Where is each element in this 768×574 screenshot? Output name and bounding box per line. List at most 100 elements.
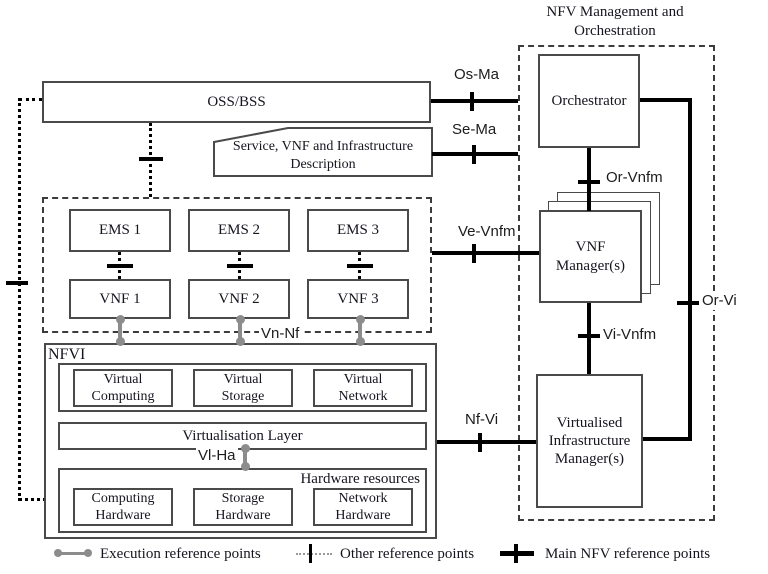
vnf2-label: VNF 2 [218,290,260,307]
vnf1-label: VNF 1 [99,290,141,307]
vn-nf-connector-2-top-dot [236,315,245,324]
oss-bss-box: OSS/BSS [42,81,431,123]
or-vi-line [688,98,692,441]
oss-bss-label: OSS/BSS [207,93,266,110]
service-description-line2: Description [290,156,356,172]
ve-vnfm-tick [472,244,476,263]
orchestrator-orvi-line [640,98,692,102]
vn-nf-connector-1 [118,317,122,345]
virtual-storage-line1: Virtual [223,371,263,387]
or-vi-tick [677,301,699,305]
virtual-storage-box: Virtual Storage [193,369,293,407]
oss-nfvi-dotted-line-vertical [18,98,21,501]
se-ma-tick [472,145,476,164]
ems3-label: EMS 3 [336,222,380,239]
vnf-manager-line2: Manager(s) [555,257,626,274]
mano-title: NFV Management and Orchestration [505,3,725,41]
vn-nf-label: Vn-Nf [259,325,302,343]
vi-vnfm-line [587,303,591,374]
legend-execution-line [58,552,88,555]
computing-hardware-box: Computing Hardware [73,488,173,526]
vnf1-box: VNF 1 [69,279,171,319]
vnf3-label: VNF 3 [337,290,379,307]
nf-vi-label: Nf-Vi [463,411,501,429]
ems2-label: EMS 2 [217,222,261,239]
legend-other-label: Other reference points [340,546,475,562]
legend-other-line [296,553,332,555]
mano-dashed-container [518,45,715,521]
vl-ha-connector-top-dot [241,444,250,453]
legend-execution-left-dot [54,549,62,557]
oss-nfvi-dotted-line-bottom [19,498,58,501]
ems3-box: EMS 3 [307,209,409,252]
vn-nf-connector-1-top-dot [116,315,125,324]
ems-vnf-dashed-container [42,197,432,333]
os-ma-label: Os-Ma [452,66,501,84]
or-vnfm-label: Or-Vnfm [604,169,665,187]
nf-vi-line [437,440,536,444]
vn-nf-connector-2-bottom-dot [236,337,245,346]
legend-execution-label: Execution reference points [100,546,261,562]
legend-other-tick [309,544,312,563]
orvi-vim-line [643,437,692,441]
nfvi-label: NFVI [48,346,86,363]
oss-nfvi-dotted-line-top [19,98,42,101]
or-vi-label: Or-Vi [700,292,739,310]
vi-vnfm-label: Vi-Vnfm [601,326,659,344]
ve-vnfm-line [432,251,539,255]
virtualisation-layer-label: Virtualisation Layer [182,427,303,444]
os-ma-tick [470,92,474,111]
network-hardware-line1: Network [338,490,388,506]
mano-title-line2: Orchestration [574,22,656,39]
vnf-manager-box: VNF Manager(s) [539,210,642,303]
or-vnfm-line [587,148,591,211]
ems1-box: EMS 1 [69,209,171,252]
vnf-manager-line1: VNF [575,239,606,256]
service-description-line1: Service, VNF and Infrastructure [232,139,414,154]
storage-hardware-box: Storage Hardware [193,488,293,526]
vn-nf-connector-3-bottom-dot [356,337,365,346]
vn-nf-connector-3-top-dot [356,315,365,324]
vn-nf-connector-1-bottom-dot [116,337,125,346]
mano-title-line1: NFV Management and [546,4,684,20]
ems3-vnf3-tick [347,264,373,268]
vim-line2: Infrastructure [548,432,631,449]
computing-hardware-line1: Computing [91,490,155,506]
virtual-computing-line1: Virtual [103,371,143,387]
virtual-network-line1: Virtual [343,371,383,387]
virtual-computing-box: Virtual Computing [73,369,173,407]
vl-ha-label: Vl-Ha [196,447,238,465]
orchestrator-label: Orchestrator [551,92,627,109]
vl-ha-connector-bottom-dot [241,462,250,471]
vnf3-box: VNF 3 [307,279,409,319]
vn-nf-connector-3 [358,317,362,345]
vim-box: Virtualised Infrastructure Manager(s) [536,374,643,508]
hardware-resources-label: Hardware resources [300,471,420,487]
virtual-network-box: Virtual Network [313,369,413,407]
network-hardware-box: Network Hardware [313,488,413,526]
network-hardware-line2: Hardware [335,508,391,523]
vl-ha-connector [243,446,247,470]
oss-nfvi-reference-tick [6,281,28,285]
oss-ems-reference-tick [139,157,163,161]
storage-hardware-line2: Hardware [215,508,271,523]
legend-main-label: Main NFV reference points [545,546,711,562]
ems1-label: EMS 1 [98,222,142,239]
orchestrator-box: Orchestrator [538,54,640,148]
or-vnfm-tick [578,180,600,184]
os-ma-line [431,99,518,103]
virtual-network-line2: Network [338,389,388,404]
vnf2-box: VNF 2 [188,279,290,319]
computing-hardware-line2: Hardware [95,508,151,523]
ems1-vnf1-tick [107,264,133,268]
service-description-box: Service, VNF and Infrastructure Descript… [216,138,430,173]
ems2-vnf2-tick [227,264,253,268]
nf-vi-tick [478,433,482,452]
legend-execution-right-dot [84,549,92,557]
vim-line1: Virtualised [556,414,623,431]
virtual-computing-line2: Computing [91,389,155,404]
ems2-box: EMS 2 [188,209,290,252]
vi-vnfm-tick [578,334,600,338]
storage-hardware-line1: Storage [221,490,265,506]
virtual-storage-line2: Storage [221,389,265,404]
